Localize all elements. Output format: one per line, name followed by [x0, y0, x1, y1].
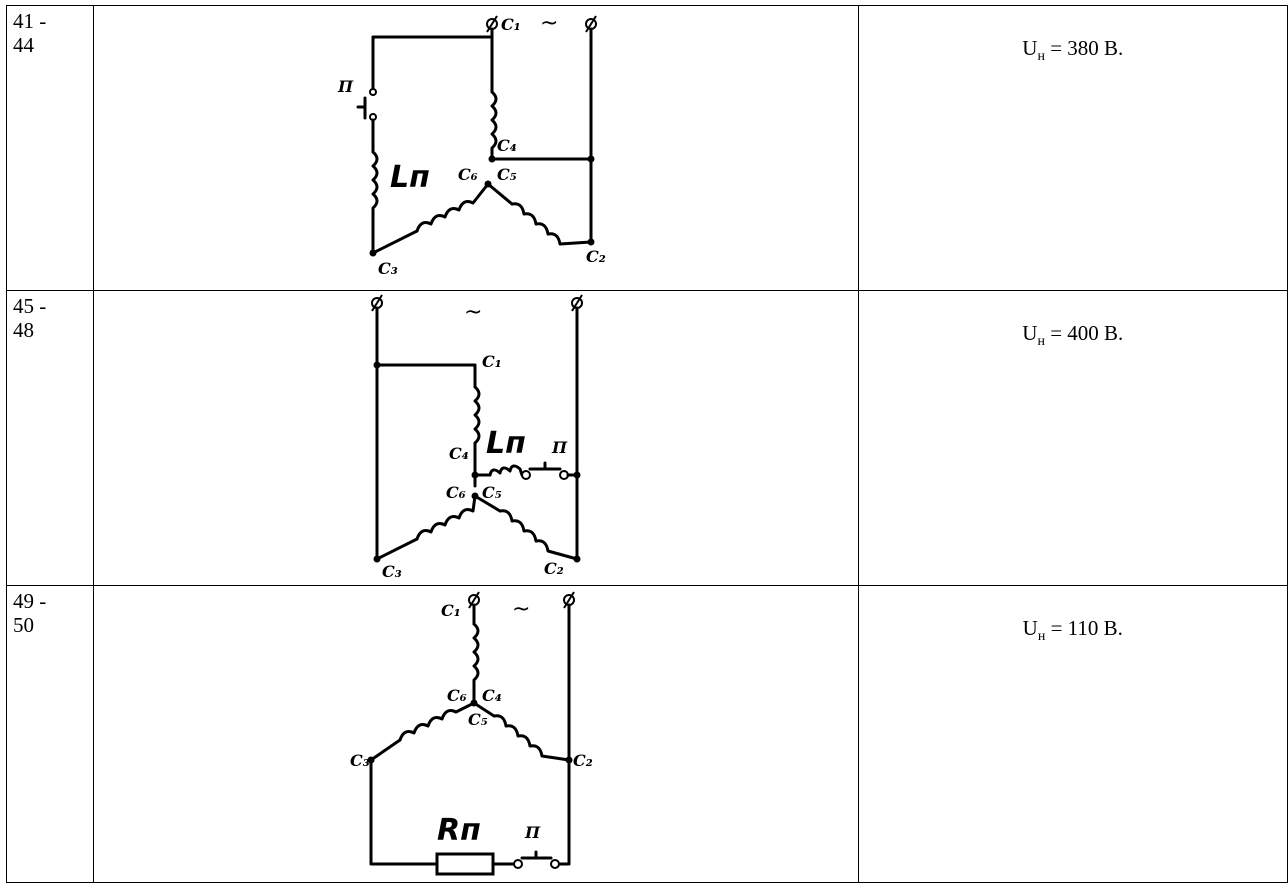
resistor-label: Rп	[437, 813, 481, 848]
variant-number-start: 45 -	[13, 294, 47, 318]
circuit-diagram-2: ~ C₁ C₄ Lп П C₆ C₅ C₃ C₂	[370, 294, 583, 581]
voltage-value: = 110 В.	[1045, 616, 1123, 640]
terminal-c4-label: C₄	[497, 136, 517, 155]
terminal-c3-label: C₃	[382, 562, 402, 581]
coil-label: Lп	[390, 160, 430, 195]
terminal-c4-label: C₄	[482, 686, 502, 705]
terminal-c6-label: C₆	[446, 483, 466, 502]
voltage-subscript: н	[1037, 629, 1046, 645]
terminal-c1-label: C₁	[441, 601, 461, 620]
variant-number-end: 48	[13, 318, 34, 342]
ac-source-symbol: ~	[512, 597, 530, 622]
circuit-diagram-1: C₁ ~ П C₄ Lп C₆ C₅ C₃ C₂	[337, 11, 606, 278]
circuit-diagram-cell: ~ C₁ C₄ Lп П C₆ C₅ C₃ C₂	[92, 290, 859, 586]
switch-label: П	[551, 438, 568, 457]
voltage-subscript: н	[1037, 334, 1045, 350]
terminal-c2-label: C₂	[573, 751, 593, 770]
circuit-diagram-cell: C₁ ~ C₆ C₄ C₅ C₃ C₂ Rп П	[92, 585, 859, 883]
terminal-c5-label: C₅	[482, 483, 502, 502]
terminal-c3-label: C₃	[350, 751, 370, 770]
voltage-subscript: н	[1037, 49, 1045, 65]
nominal-voltage: Uн = 380 В.	[1022, 36, 1123, 65]
terminal-c5-label: C₅	[497, 165, 517, 184]
switch-label: П	[524, 823, 541, 842]
terminal-c1-label: C₁	[482, 352, 502, 371]
nominal-voltage: Uн = 110 В.	[1023, 616, 1123, 645]
variant-number-end: 44	[13, 33, 34, 57]
variant-number-start: 41 -	[13, 9, 47, 33]
voltage-value: = 400 В.	[1044, 321, 1124, 345]
voltage-cell: Uн = 110 В.	[857, 585, 1288, 883]
table-row: 45 - 48	[6, 290, 1288, 586]
terminal-c5-label: C₅	[468, 710, 488, 729]
circuit-diagram-3: C₁ ~ C₆ C₄ C₅ C₃ C₂ Rп П	[350, 591, 593, 876]
nominal-voltage: Uн = 400 В.	[1022, 321, 1123, 350]
switch-label: П	[337, 77, 354, 96]
variant-number-cell: 45 - 48	[6, 290, 94, 586]
voltage-symbol: U	[1022, 321, 1038, 345]
ac-source-symbol: ~	[540, 11, 558, 36]
variant-number-cell: 41 - 44	[6, 5, 94, 291]
voltage-cell: Uн = 380 В.	[857, 5, 1288, 291]
terminal-c4-label: C₄	[449, 444, 469, 463]
terminal-c6-label: C₆	[447, 686, 467, 705]
terminal-c1-label: C₁	[501, 15, 521, 34]
terminal-c2-label: C₂	[544, 559, 564, 578]
voltage-value: = 380 В.	[1044, 36, 1124, 60]
terminal-c3-label: C₃	[378, 259, 398, 278]
terminal-c6-label: C₆	[458, 165, 478, 184]
coil-label: Lп	[486, 426, 526, 461]
voltage-cell: Uн = 400 В.	[857, 290, 1288, 586]
table-row: 49 - 50	[6, 585, 1288, 883]
table-row: 41 - 44	[6, 5, 1288, 291]
voltage-symbol: U	[1022, 36, 1038, 60]
variant-number-cell: 49 - 50	[6, 585, 94, 883]
circuit-diagram-cell: C₁ ~ П C₄ Lп C₆ C₅ C₃ C₂	[92, 5, 859, 291]
variant-number-end: 50	[13, 613, 34, 637]
voltage-symbol: U	[1022, 616, 1038, 640]
terminal-c2-label: C₂	[586, 247, 606, 266]
variants-table: 41 - 44	[6, 5, 1288, 883]
variant-number-start: 49 -	[13, 589, 47, 613]
ac-source-symbol: ~	[464, 300, 482, 325]
